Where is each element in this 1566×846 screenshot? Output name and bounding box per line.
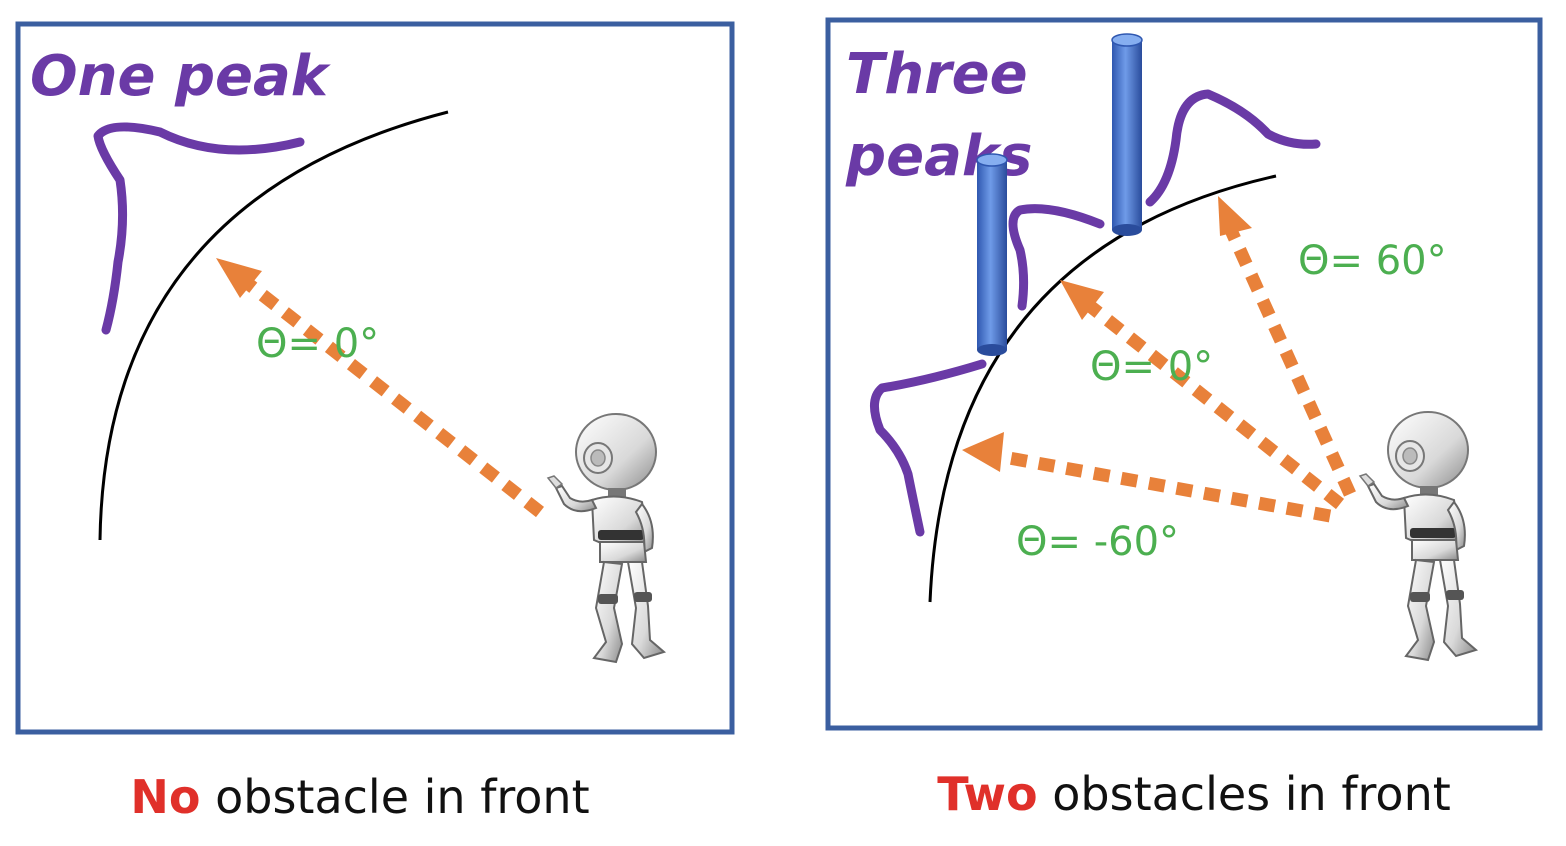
right-panel: Three peaks Θ= 60° Θ= 0° Θ= -60° Two obs… xyxy=(825,17,1543,821)
left-caption-emph: No xyxy=(130,770,200,824)
range-arc xyxy=(928,174,1277,603)
angle-label-minus60: Θ= -60° xyxy=(1016,519,1179,565)
single-peak-curve xyxy=(93,122,305,335)
obstacle-cylinder-icon xyxy=(1111,33,1143,237)
right-caption-emph: Two xyxy=(937,767,1037,821)
direction-arrow-0 xyxy=(241,276,545,518)
arrowhead-icon xyxy=(1218,196,1252,236)
angle-label-60: Θ= 60° xyxy=(1298,238,1447,284)
range-arc xyxy=(98,110,449,541)
left-caption-rest: obstacle in front xyxy=(200,770,589,824)
arrowhead-icon xyxy=(216,258,262,298)
obstacle-cylinder-icon xyxy=(976,153,1008,357)
direction-arrow-60 xyxy=(1224,225,1356,497)
arrowhead-icon xyxy=(962,432,1004,472)
angle-label-0: Θ= 0° xyxy=(1090,344,1213,390)
direction-arrow-0 xyxy=(1085,300,1345,510)
right-panel-title-line1: Three xyxy=(846,42,1028,107)
left-panel: One peak Θ= 0° No obstacle in front xyxy=(15,21,735,824)
left-panel-title: One peak xyxy=(30,44,332,109)
direction-arrow-minus60 xyxy=(996,449,1332,523)
arrowhead-icon xyxy=(1060,280,1104,320)
peak-curve-left xyxy=(870,359,987,537)
right-caption-rest: obstacles in front xyxy=(1038,767,1451,821)
peak-curve-right xyxy=(1145,89,1321,207)
right-caption: Two obstacles in front xyxy=(937,767,1451,821)
angle-label-0: Θ= 0° xyxy=(256,321,379,367)
left-caption: No obstacle in front xyxy=(130,770,589,824)
peak-curve-middle xyxy=(1008,204,1105,311)
